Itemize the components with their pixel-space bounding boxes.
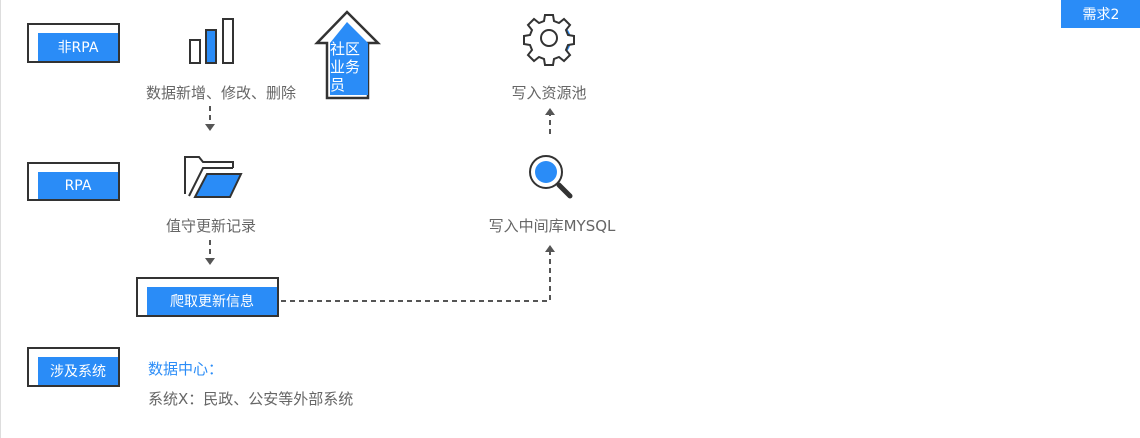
systems-heading: 数据中心：: [148, 360, 224, 378]
write-mysql-label: 写入中间库MYSQL: [488, 217, 616, 235]
row-label-text: 非RPA: [38, 33, 118, 61]
row-label-rpa: RPA: [27, 162, 120, 201]
row-label-non-rpa: 非RPA: [27, 23, 120, 63]
folder-icon: [184, 156, 243, 198]
row-label-text: RPA: [38, 172, 118, 199]
row-label-text: 涉及系统: [38, 357, 118, 385]
magnifier-icon: [529, 155, 573, 199]
bar-chart-icon: [189, 18, 234, 64]
duty-record-label: 值守更新记录: [165, 217, 257, 235]
data-change-label: 数据新增、修改、删除: [145, 84, 297, 102]
community-worker-label: 社区业务员: [330, 40, 361, 94]
house-arrow-icon: [314, 10, 382, 100]
crawl-node: 爬取更新信息: [136, 277, 279, 317]
write-pool-label: 写入资源池: [511, 84, 587, 102]
crawl-label: 爬取更新信息: [147, 287, 277, 315]
requirement-badge[interactable]: 需求2: [1061, 0, 1140, 28]
arrow-crawl-to-mysql: [281, 252, 551, 302]
row-label-systems: 涉及系统: [27, 347, 120, 387]
gear-icon: [523, 14, 575, 66]
systems-detail: 系统X：民政、公安等外部系统: [148, 390, 354, 408]
